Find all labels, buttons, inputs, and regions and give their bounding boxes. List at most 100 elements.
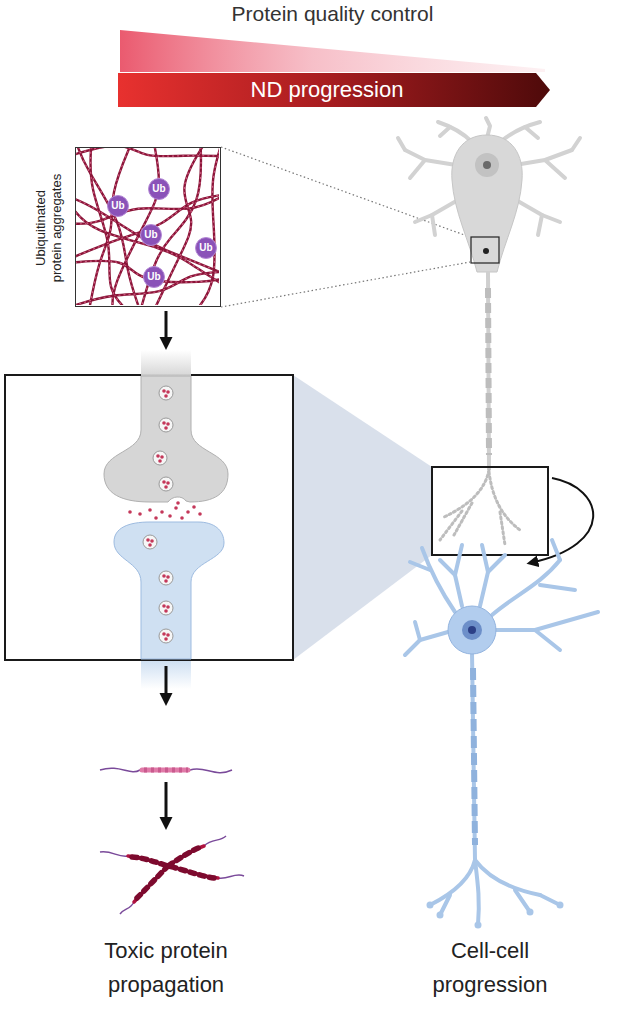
synapse-zoom bbox=[162, 389, 166, 393]
node-text: Protein quality control bbox=[232, 1, 434, 27]
blue-neuron bbox=[440, 560, 455, 575]
blue-neuron bbox=[515, 890, 530, 912]
grey-neuron bbox=[545, 160, 565, 178]
node-text: Ub bbox=[144, 229, 157, 241]
aggregate-fiber bbox=[76, 272, 219, 305]
grey-neuron bbox=[432, 215, 435, 235]
synapse-zoom bbox=[162, 480, 166, 484]
synapse-zoom bbox=[162, 604, 166, 608]
protein-fibrils bbox=[137, 866, 168, 898]
flow-arrow bbox=[166, 311, 167, 826]
label-position: Toxic protein propagation bbox=[66, 934, 266, 1002]
grey-neuron bbox=[442, 470, 489, 518]
blue-neuron bbox=[448, 606, 496, 654]
gradient-wedge-shape bbox=[120, 30, 545, 72]
synapse-zoom bbox=[174, 506, 178, 510]
blue-neuron bbox=[473, 668, 475, 845]
synapse-zoom bbox=[162, 421, 166, 425]
blue-neuron bbox=[475, 860, 479, 925]
aggregate-fiber bbox=[90, 148, 131, 305]
protein-fibrils bbox=[100, 852, 128, 857]
ubiquitin-circle: Ub bbox=[140, 224, 162, 246]
blue-neuron bbox=[495, 612, 598, 630]
synapse-zoom bbox=[160, 510, 164, 514]
blue-neuron bbox=[540, 585, 575, 590]
synapse-zoom bbox=[160, 455, 164, 459]
ubiquitin-circle: Ub bbox=[195, 237, 217, 259]
blue-neuron bbox=[427, 902, 434, 909]
synapse-zoom bbox=[114, 522, 224, 659]
synapse-zoom bbox=[168, 514, 172, 518]
blue-neuron bbox=[405, 632, 448, 655]
synapse-zoom bbox=[164, 485, 168, 489]
synapse-zoom bbox=[176, 501, 180, 505]
zoom-leader-lines bbox=[221, 147, 470, 237]
grey-neuron bbox=[515, 150, 572, 165]
synapse-zoom bbox=[128, 389, 202, 641]
blue-neuron bbox=[535, 630, 560, 650]
blue-neuron bbox=[552, 540, 560, 560]
node-text: ND progression bbox=[251, 73, 404, 107]
flow-arrow bbox=[165, 666, 168, 702]
synapse-zoom bbox=[186, 510, 190, 514]
synapse-zoom bbox=[159, 571, 173, 585]
synapse-zoom bbox=[143, 386, 173, 643]
protein-monomer bbox=[144, 768, 188, 773]
synapse-zoom bbox=[164, 637, 168, 641]
aggregate-fiber bbox=[76, 148, 141, 305]
synapse-zoom bbox=[143, 535, 157, 549]
synapse-zoom bbox=[141, 350, 191, 376]
grey-neuron bbox=[516, 200, 560, 222]
protein-fibrils bbox=[218, 875, 244, 878]
protein-fibrils bbox=[100, 836, 244, 914]
protein-fibrils bbox=[132, 847, 214, 898]
synapse-zoom bbox=[166, 633, 170, 637]
aggregate-fiber bbox=[76, 272, 219, 305]
synapse-zoom bbox=[159, 629, 173, 643]
synapse-zoom bbox=[164, 426, 168, 430]
grey-neuron bbox=[483, 161, 491, 169]
protein-fibrils bbox=[128, 856, 218, 878]
protein-fibrils bbox=[132, 857, 214, 878]
heading-wrap: Protein quality control bbox=[120, 1, 545, 27]
protein-monomer bbox=[142, 768, 188, 773]
blue-neuron bbox=[475, 922, 482, 929]
caption-label: Cell-cell progression bbox=[400, 934, 580, 1002]
synapse-zoom bbox=[192, 505, 196, 509]
blue-neuron bbox=[462, 620, 482, 640]
zoom-projection bbox=[293, 375, 432, 660]
synapse-zoom bbox=[159, 601, 173, 615]
synapse-zoom bbox=[180, 516, 184, 520]
blue-neuron bbox=[527, 909, 534, 916]
aggregate-fiber bbox=[76, 261, 219, 282]
synapse-zoom bbox=[104, 376, 228, 502]
synapse-zoom bbox=[166, 575, 170, 579]
curved-arrow bbox=[530, 478, 593, 563]
synapse-zoom bbox=[162, 574, 166, 578]
zoom-projection bbox=[5, 375, 548, 660]
blue-neuron bbox=[488, 555, 505, 572]
grey-neuron bbox=[572, 138, 580, 150]
grey-neuron bbox=[452, 135, 522, 272]
protein-monomer bbox=[100, 768, 232, 772]
aggregate-fiber bbox=[76, 148, 219, 156]
grey-neuron bbox=[475, 153, 499, 177]
blue-neuron bbox=[557, 902, 564, 909]
aggregate-fiber bbox=[76, 194, 219, 258]
synapse-zoom bbox=[159, 418, 173, 432]
grey-neuron bbox=[500, 512, 505, 545]
synapse-zoom bbox=[148, 543, 152, 547]
synapse-zoom bbox=[166, 605, 170, 609]
grey-neuron bbox=[405, 150, 456, 165]
progression-arrow: ND progression bbox=[118, 73, 550, 107]
synapse-zoom bbox=[164, 394, 168, 398]
synapse-zoom bbox=[198, 512, 202, 516]
label-wrap: ND progression bbox=[118, 73, 536, 107]
synapse-zoom bbox=[138, 512, 142, 516]
node-text: Ub bbox=[152, 183, 165, 195]
blue-neuron bbox=[468, 626, 476, 634]
blue-neuron bbox=[472, 652, 475, 860]
gradient-wedge: Protein quality control bbox=[120, 0, 545, 72]
rotated-heading: Ubiquitinated protein aggregates bbox=[33, 171, 67, 285]
